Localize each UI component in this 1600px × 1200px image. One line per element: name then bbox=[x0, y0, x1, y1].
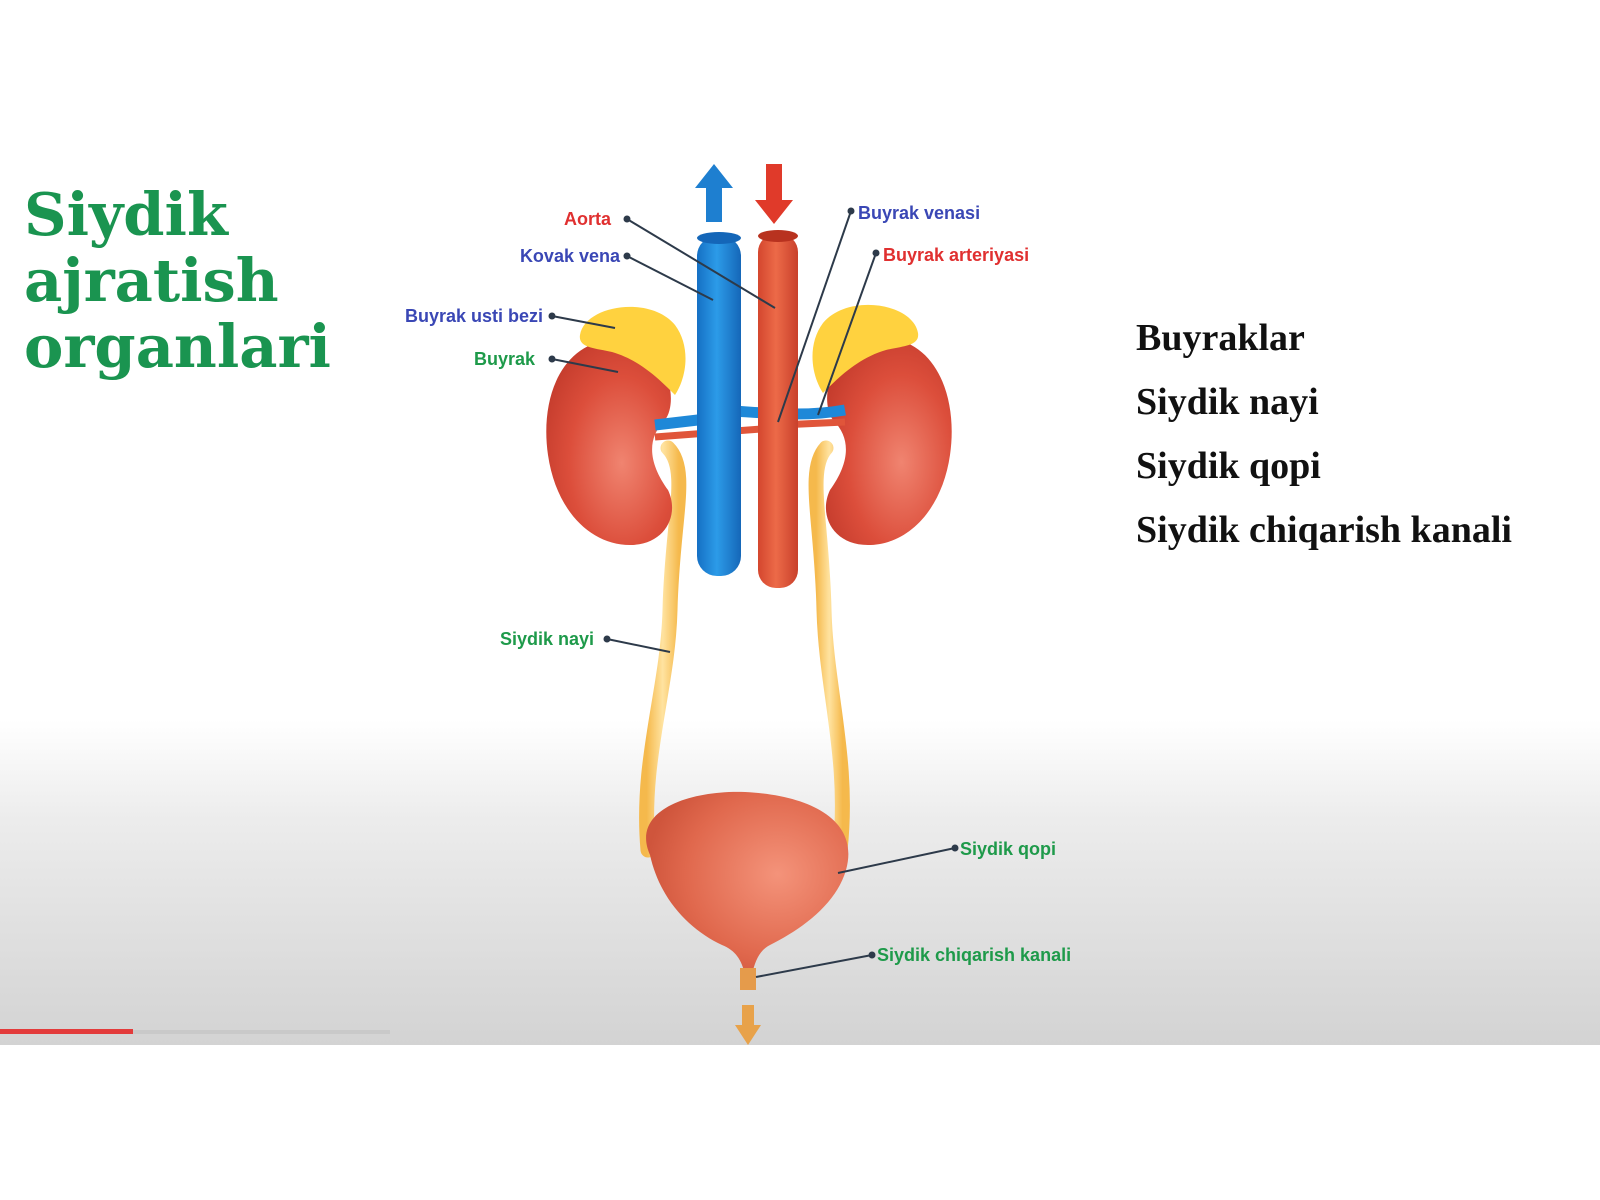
label-siydik-nayi: Siydik nayi bbox=[500, 629, 594, 649]
left-adrenal-gland bbox=[579, 306, 686, 395]
urinary-system-diagram: Aorta Kovak vena Buyrak usti bezi Buyrak… bbox=[405, 164, 1071, 1045]
leader-buyrak bbox=[551, 358, 619, 373]
video-frame[interactable]: Siydik ajratish organlari bbox=[0, 0, 1600, 1045]
video-progress-played[interactable] bbox=[0, 1029, 133, 1034]
leader-siydik-chiqarish-kanali bbox=[755, 954, 873, 978]
right-kidney bbox=[825, 338, 952, 545]
leader-aorta bbox=[626, 218, 776, 309]
leader-siydik-qopi bbox=[837, 847, 956, 874]
label-buyrak-usti-bezi: Buyrak usti bezi bbox=[405, 306, 543, 326]
label-buyrak: Buyrak bbox=[474, 349, 536, 369]
leader-buyrak-arteriyasi bbox=[817, 252, 877, 416]
blood-flow-up-arrow bbox=[695, 164, 733, 222]
left-kidney bbox=[546, 340, 673, 545]
slide-title-line-2: ajratish bbox=[24, 246, 279, 315]
organ-list-item-buyraklar: Buyraklar bbox=[1136, 317, 1305, 359]
right-adrenal-gland bbox=[812, 304, 919, 393]
label-siydik-qopi: Siydik qopi bbox=[960, 839, 1056, 859]
bladder bbox=[646, 791, 849, 975]
label-aorta: Aorta bbox=[564, 209, 612, 229]
label-kovak-vena: Kovak vena bbox=[520, 246, 621, 266]
video-progress-track[interactable] bbox=[0, 1030, 390, 1034]
slide-title-line-1: Siydik bbox=[24, 180, 228, 249]
aorta bbox=[758, 234, 798, 588]
slide-title: Siydik ajratish organlari bbox=[24, 182, 331, 380]
organ-list-item-siydik-chiqarish-kanali: Siydik chiqarish kanali bbox=[1136, 509, 1512, 551]
vena-cava bbox=[697, 236, 741, 576]
slide-title-line-3: organlari bbox=[24, 312, 331, 381]
leader-buyrak-usti-bezi bbox=[551, 315, 616, 329]
label-buyrak-venasi: Buyrak venasi bbox=[858, 203, 980, 223]
label-siydik-chiqarish-kanali: Siydik chiqarish kanali bbox=[877, 945, 1071, 965]
right-ureter bbox=[808, 440, 850, 858]
organ-list-item-siydik-nayi: Siydik nayi bbox=[1136, 381, 1319, 423]
leader-kovak-vena bbox=[626, 255, 714, 301]
label-buyrak-arteriyasi: Buyrak arteriyasi bbox=[883, 245, 1029, 265]
leader-siydik-nayi bbox=[606, 638, 671, 653]
urethra bbox=[740, 968, 756, 990]
blood-flow-down-arrow bbox=[755, 164, 793, 224]
organ-list-item-siydik-qopi: Siydik qopi bbox=[1136, 445, 1321, 487]
left-ureter bbox=[639, 440, 687, 858]
leader-buyrak-venasi bbox=[777, 210, 852, 423]
urine-flow-arrow bbox=[735, 1005, 761, 1045]
organ-list: Buyraklar Siydik nayi Siydik qopi Siydik… bbox=[1136, 306, 1512, 562]
